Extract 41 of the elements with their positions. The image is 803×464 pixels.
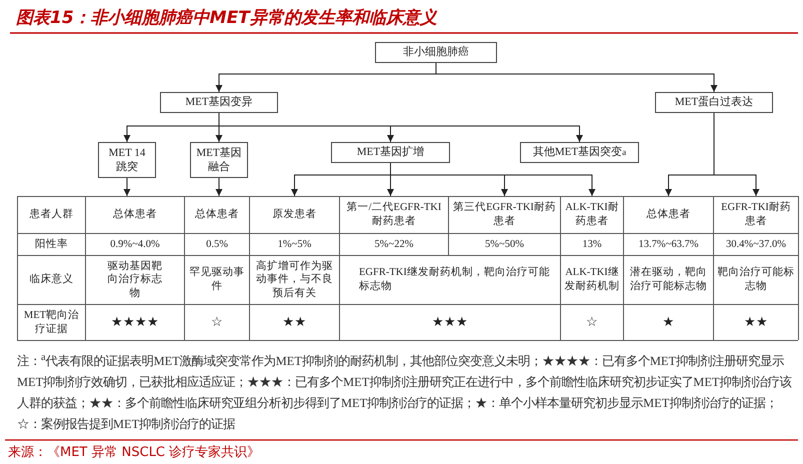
star-rating: ★★: [743, 313, 769, 332]
star-rating: ☆: [585, 313, 599, 332]
table-cell-text: 13%: [581, 238, 603, 252]
star-rating: ★★★★: [110, 313, 160, 332]
table-cell-text: 靶向治疗可能标志物: [716, 265, 796, 294]
star-rating: ★★: [282, 313, 308, 332]
row-header: 患者人群: [28, 207, 74, 222]
category-box: MET 14 跳突: [98, 142, 156, 178]
row-header: MET靶向治疗证据: [22, 308, 80, 336]
table-cell-text: 0.5%: [205, 238, 229, 252]
footnote: 注：$^{a}$代表有限的证据表明MET激酶域突变常作为MET抑制剂的耐药机制，其他部位突变意义未明；★★★★：已有多个MET抑制剂注册研究显示MET抑制剂疗效确切，已获批相应适应证；★★★：已有多个MET抑制剂注册研究正在进行中，多个前瞻性临床研究初步证实了MET抑制剂治疗该人群的获益；★★：多个前瞻性临床研究亚组分析初步得到了MET抑制剂治疗的证据；★：单个小样本量研究初步显示MET抑制剂治疗的证据；☆：案例报告提到MET抑制剂治疗的证据: [17, 351, 792, 434]
table-cell-text: 5%~50%: [484, 238, 525, 252]
table-cell-text: 0.9%~4.0%: [109, 238, 161, 252]
arrow: [216, 178, 222, 196]
table-cell-text: 罕见驱动事件: [188, 265, 246, 294]
arrow: [124, 178, 130, 196]
category-box: 其他MET基因突变$^{a}$: [520, 142, 639, 163]
category-box: MET基因变异: [160, 92, 278, 113]
row-header: 阳性率: [34, 237, 69, 252]
row-header: 临床意义: [28, 272, 74, 288]
category-box: MET基因融合: [190, 142, 248, 178]
star-rating: ☆: [210, 313, 224, 332]
table-cell-text: 潜在驱动，靶向治疗可能标志物: [629, 265, 708, 294]
figure-title: 图表15：非小细胞肺癌中MET异常的发生率和临床意义: [16, 7, 437, 29]
table-cell-text: 30.4%~37.0%: [725, 238, 787, 252]
table-cell-text: 5%~22%: [374, 238, 414, 252]
table-cell-text: 1%~5%: [276, 238, 312, 252]
arrow: [436, 62, 718, 92]
star-rating: ★★★: [431, 313, 469, 332]
table-cell-text: ALK-TKI继发耐药机制: [564, 265, 620, 294]
star-rating: ★: [662, 313, 676, 332]
table-cell-text: 驱动基因靶向治疗标志物: [106, 259, 164, 301]
source-note: 来源：《MET 异常 NSCLC 诊疗专家共识》: [8, 444, 260, 461]
category-box: 非小细胞肺癌: [375, 42, 497, 63]
arrow: [714, 112, 760, 196]
table-cell-text: EGFR-TKI继发耐药机制，靶向治疗可能标志物: [358, 265, 551, 294]
category-box: MET蛋白过表达: [655, 92, 773, 113]
arrow: [390, 162, 596, 196]
table-cell-text: 13.7%~63.7%: [638, 238, 700, 252]
category-box: MET基因扩增: [331, 142, 450, 163]
table-cell-text: 高扩增可作为驱动事件，与不良预后有关: [255, 259, 334, 301]
